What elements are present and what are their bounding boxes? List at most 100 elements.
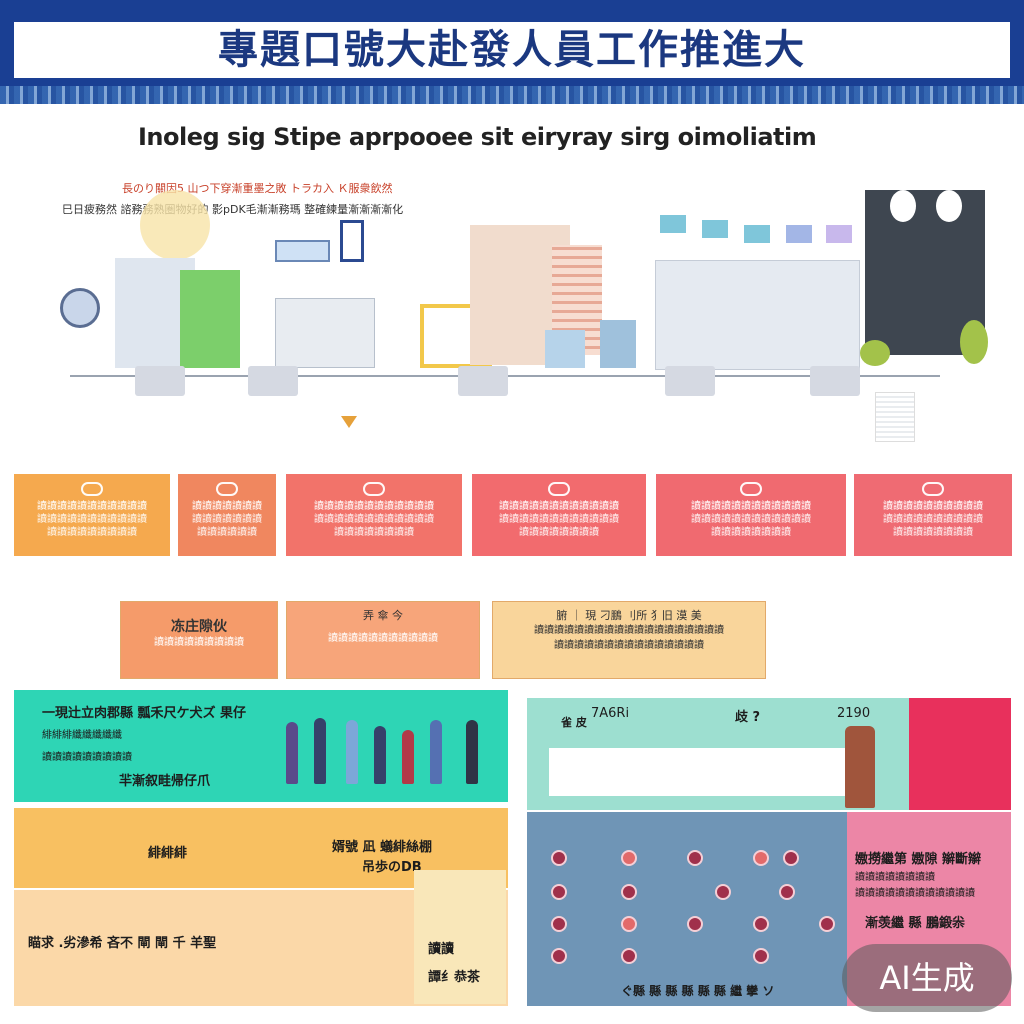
mid-card-2: 弄 傘 今 讀讀讀讀讀讀讀讀讀讀讀 [286, 601, 480, 679]
flag-5 [826, 225, 852, 243]
card-text: 讀讀讀讀讀讀讀 [192, 514, 262, 525]
node-dot [621, 948, 637, 964]
handshake-icon [363, 482, 385, 496]
handshake-icon [740, 482, 762, 496]
road-block-2 [248, 366, 298, 396]
building-14 [890, 190, 916, 222]
node-dot [621, 850, 637, 866]
mid-card-title: 冻庄隙伙 [171, 619, 227, 635]
mid-card-3: 腑 ｜ 現 刁鵬 刂所 犭旧 漠 美 讀讀讀讀讀讀讀讀讀讀讀讀讀讀讀讀讀讀讀 讀… [492, 601, 766, 679]
left-mid-c: 吊歩のDB [362, 860, 422, 875]
building-15 [936, 190, 962, 222]
header-stripe [0, 86, 1024, 104]
info-card-5: 讀讀讀讀讀讀讀讀讀讀讀讀 讀讀讀讀讀讀讀讀讀讀讀讀 讀讀讀讀讀讀讀讀 [656, 474, 846, 556]
person-figure [430, 720, 442, 784]
building-10 [545, 330, 585, 368]
handshake-icon [81, 482, 103, 496]
flag-4 [786, 225, 812, 243]
info-card-4: 讀讀讀讀讀讀讀讀讀讀讀讀 讀讀讀讀讀讀讀讀讀讀讀讀 讀讀讀讀讀讀讀讀 [472, 474, 646, 556]
building-11 [600, 320, 636, 368]
node-dot [753, 948, 769, 964]
node-dot [687, 850, 703, 866]
handshake-icon [922, 482, 944, 496]
left-mid-b: 婿號 凪 蟻緋絲棚 [332, 840, 433, 855]
left-mid-a: 緋緋緋 [148, 846, 188, 861]
tree-2 [960, 320, 988, 364]
right-num-b: 歧 ? [735, 710, 761, 725]
flag-1 [660, 215, 686, 233]
node-dot [819, 916, 835, 932]
node-dot [551, 850, 567, 866]
mid-card-text: 讀讀讀讀讀讀讀讀讀讀讀 [328, 633, 438, 644]
mid-card-title: 腑 ｜ 現 刁鵬 刂所 犭旧 漠 美 [556, 609, 702, 622]
left-top-line4: 羋漸叙畦帰仔爪 [119, 774, 211, 789]
right-panel-main: ぐ縣 縣 縣 縣 縣 縣 繼 攣 ソ [527, 812, 847, 1006]
road-block-3 [458, 366, 508, 396]
info-card-3: 讀讀讀讀讀讀讀讀讀讀讀讀 讀讀讀讀讀讀讀讀讀讀讀讀 讀讀讀讀讀讀讀讀 [286, 474, 462, 556]
left-top-line3: 讀讀讀讀讀讀讀讀讀 [42, 752, 132, 763]
node-dot [753, 916, 769, 932]
right-text-4: 漸羡繼 縣 鵬鍛尜 [865, 916, 966, 931]
road-block-4 [665, 366, 715, 396]
card-text: 讀讀讀讀讀讀讀讀讀讀 [883, 514, 983, 525]
info-card-6: 讀讀讀讀讀讀讀讀讀讀 讀讀讀讀讀讀讀讀讀讀 讀讀讀讀讀讀讀讀 [854, 474, 1012, 556]
building-5 [275, 298, 375, 368]
node-dot [551, 948, 567, 964]
card-text: 讀讀讀讀讀讀讀讀 [711, 527, 791, 538]
document-card [875, 392, 915, 442]
card-text: 讀讀讀讀讀讀讀讀讀讀讀讀 [314, 501, 434, 512]
card-text: 讀讀讀讀讀讀讀讀 [893, 527, 973, 538]
card-text: 讀讀讀讀讀讀讀讀 [334, 527, 414, 538]
right-label-a: 雀 皮 [561, 716, 587, 729]
card-text: 讀讀讀讀讀讀讀讀讀 [47, 527, 137, 538]
card-text: 讀讀讀讀讀讀讀讀讀讀讀讀 [499, 501, 619, 512]
left-top-line2: 緋緋緋纖纖纖纖纖 [42, 730, 122, 741]
card-text: 讀讀讀讀讀讀讀讀讀讀讀 [37, 501, 147, 512]
right-text-3: 讀讀讀讀讀讀讀讀讀讀讀讀 [855, 888, 975, 899]
left-panel-top: 一現辻立肉郡縣 瓢禾尺ケ犬ズ 果仔 緋緋緋纖纖纖纖纖 讀讀讀讀讀讀讀讀讀 羋漸叙… [14, 690, 508, 802]
flag-2 [702, 220, 728, 238]
left-side-2: 譚纟恭茶 [428, 970, 481, 985]
node-dot [687, 916, 703, 932]
card-text: 讀讀讀讀讀讀讀讀讀讀讀 [37, 514, 147, 525]
person-figure [402, 730, 414, 784]
person-figure [314, 718, 326, 784]
node-dot [621, 916, 637, 932]
person-figure [845, 726, 875, 808]
building-6 [340, 220, 364, 262]
building-3 [180, 270, 240, 368]
left-top-line1: 一現辻立肉郡縣 瓢禾尺ケ犬ズ 果仔 [42, 706, 247, 721]
right-num-a: 7A6Ri [591, 706, 630, 721]
left-bot-line1: 瞄求 .劣滲希 吝不 閘 閘 千 羊聖 [28, 936, 217, 951]
card-text: 讀讀讀讀讀讀讀讀讀讀讀讀 [499, 514, 619, 525]
city-illustration [30, 170, 1000, 450]
handshake-icon [548, 482, 570, 496]
left-side-1: 讀讀 [428, 942, 455, 957]
node-dot [783, 850, 799, 866]
node-dot [621, 884, 637, 900]
whiteboard [549, 748, 849, 796]
road-block-1 [135, 366, 185, 396]
building-1 [60, 288, 100, 328]
subtitle: Inoleg sig Stipe aprpooee sit eiryray si… [138, 123, 817, 151]
right-text-1: 嫐撈繼第 嫐隙 辮斷辮 [855, 852, 982, 867]
mid-card-text: 讀讀讀讀讀讀讀讀讀 [154, 637, 244, 648]
node-dot [779, 884, 795, 900]
location-pin-icon [341, 416, 357, 428]
header-title: 專題口號大赴發人員工作推進大 [14, 22, 1010, 78]
card-text: 讀讀讀讀讀讀讀 [192, 501, 262, 512]
card-text: 讀讀讀讀讀讀 [197, 527, 257, 538]
card-text: 讀讀讀讀讀讀讀讀 [519, 527, 599, 538]
person-figure [286, 722, 298, 784]
right-bottom-text: ぐ縣 縣 縣 縣 縣 縣 繼 攣 ソ [621, 984, 775, 998]
person-figure [374, 726, 386, 784]
right-num-c: 2190 [837, 706, 871, 721]
node-dot [551, 884, 567, 900]
sun-shape [140, 190, 210, 260]
mid-card-text: 讀讀讀讀讀讀讀讀讀讀讀讀讀讀讀 [554, 640, 704, 651]
flag-3 [744, 225, 770, 243]
node-dot [753, 850, 769, 866]
building-4 [275, 240, 330, 262]
info-card-1: 讀讀讀讀讀讀讀讀讀讀讀 讀讀讀讀讀讀讀讀讀讀讀 讀讀讀讀讀讀讀讀讀 [14, 474, 170, 556]
handshake-icon [216, 482, 238, 496]
